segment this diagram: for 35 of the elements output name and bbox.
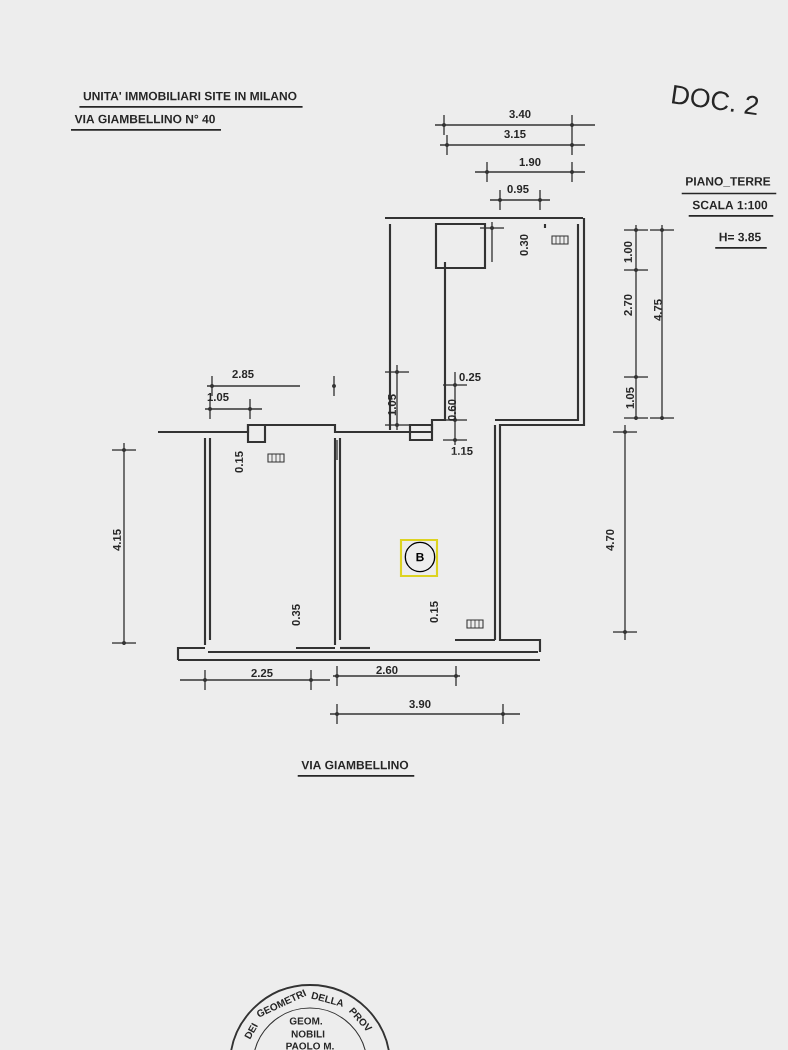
dimension-value: 3.15 [504,130,526,139]
dimension-value: 3.40 [509,110,531,119]
stamp-text: GEOM. [289,1017,322,1025]
underlined-text: H= 3.85 [714,232,768,249]
dimension-value: 1.05 [626,387,634,409]
dimension-value: 2.60 [376,666,398,674]
dimension-value: 1.05 [207,393,229,401]
stamp-text: NOBILI [291,1030,325,1038]
underlined-text: VIA GIAMBELLINO N° 40 [70,114,222,131]
underlined-text: SCALA 1:100 [687,200,775,217]
underlined-text: VIA GIAMBELLINO [296,760,416,777]
stamp-text: PAOLO M. [286,1042,334,1050]
dimension-value: 0.15 [430,601,438,623]
dimension-value: 0.35 [292,604,300,626]
dimension-value: 1.90 [519,158,541,166]
dimension-value: 1.05 [388,394,396,416]
dimension-value: 2.85 [232,370,254,378]
dimension-value: 3.90 [409,700,431,709]
dimension-value: 1.15 [451,447,473,455]
dimension-value: 4.15 [113,529,121,551]
underlined-text: UNITA' IMMOBILIARI SITE IN MILANO [78,91,304,108]
dimension-value: 4.75 [654,299,662,321]
dimension-value: 2.70 [624,294,632,316]
underlined-text: PIANO_TERRE [680,177,778,195]
stamp-text: DELLA [311,991,343,1007]
dimension-value: 2.25 [251,669,273,677]
dimension-value: 0.15 [235,451,243,473]
dimension-value: 1.00 [624,241,632,263]
dimension-value: 4.70 [606,529,614,551]
dimension-value: 0.60 [448,399,456,421]
stamp-text: DEI [244,1022,258,1040]
dimension-value: 0.30 [520,234,528,256]
dimension-value: 0.25 [459,373,481,381]
handwritten-note: DOC. 2 [671,85,759,116]
dimension-value: 0.95 [507,185,529,193]
